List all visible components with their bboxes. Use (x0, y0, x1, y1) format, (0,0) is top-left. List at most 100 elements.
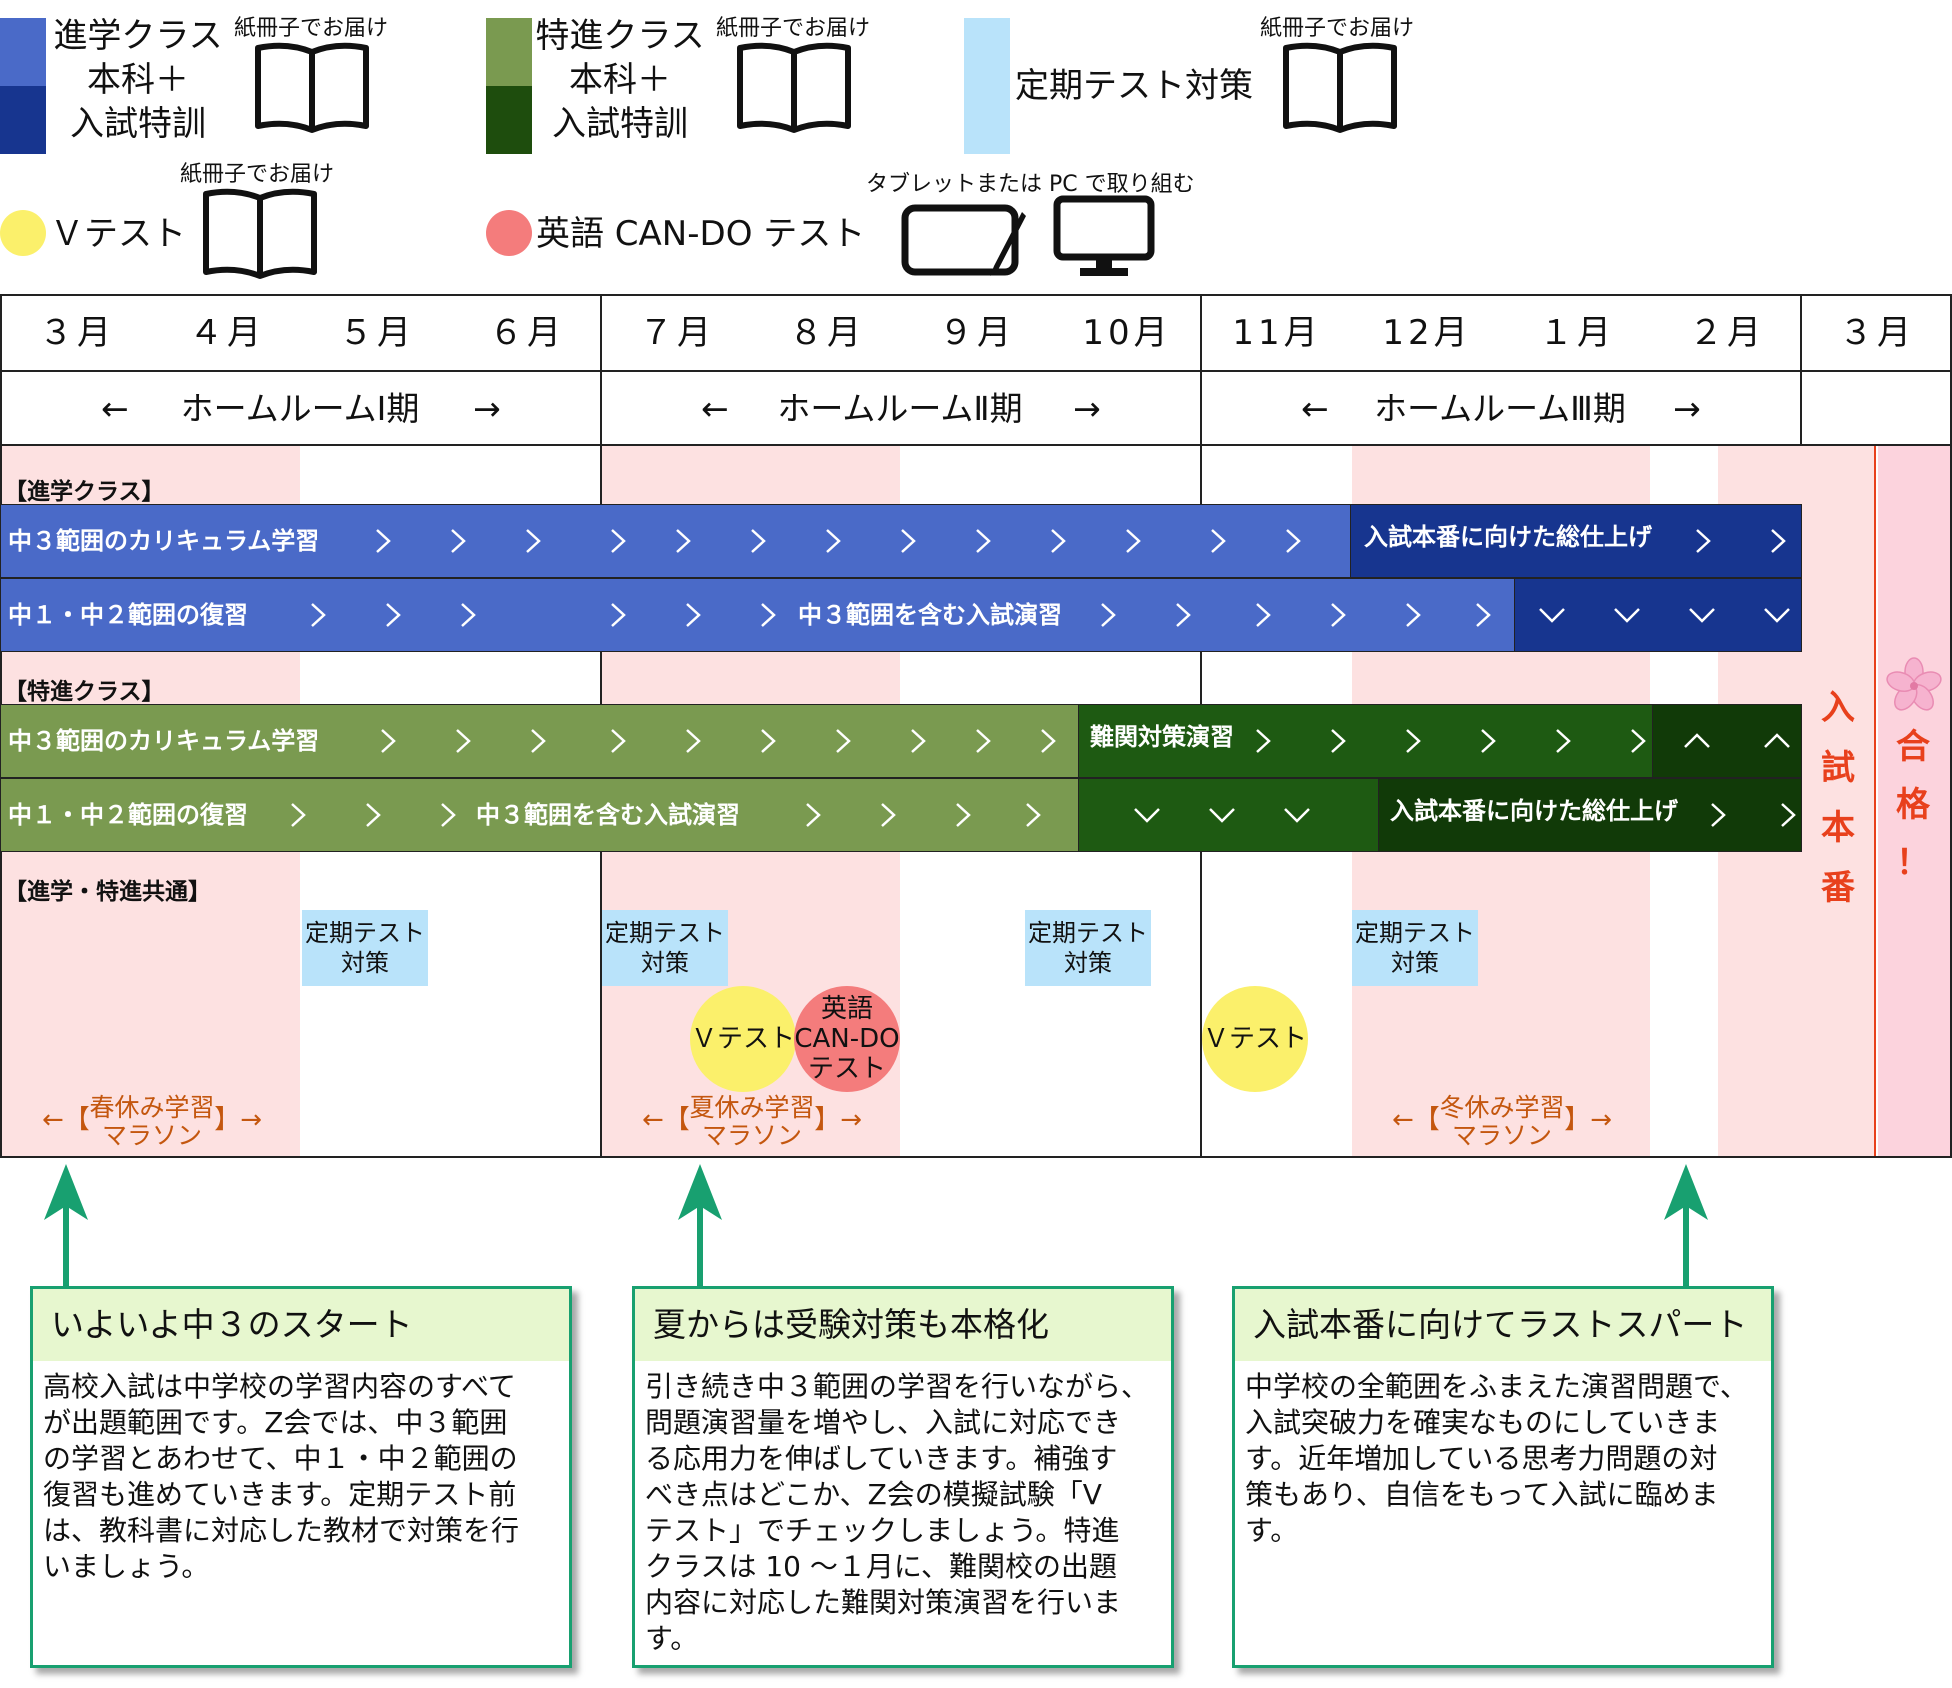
chevron-right-icon (1026, 803, 1041, 827)
chevron-right-icon (1331, 729, 1346, 753)
bar-label: 中３範囲のカリキュラム学習 (8, 527, 320, 555)
info-box-spring: いよいよ中３のスタート 高校入試は中学校の学習内容のすべて が出題範囲です。Z会… (30, 1286, 572, 1668)
month-label: ５月 (339, 313, 415, 353)
bar-shinkaku-curriculum (0, 504, 1352, 578)
chevron-right-icon (1211, 529, 1226, 553)
info-box-line: の学習とあわせて、中１・中２範囲の (43, 1442, 518, 1475)
legend-dot-cando (486, 210, 532, 256)
marathon-line2: マラソン (701, 1121, 802, 1150)
teiki-box-line2: 対策 (341, 949, 389, 977)
month-label: 12月 (1382, 313, 1472, 353)
marathon-summer: ←【 夏休み学習 マラソン 】→ (642, 1094, 862, 1150)
legend-label-shinkaku-1: 進学クラス (53, 16, 223, 56)
month-label: ９月 (939, 313, 1015, 353)
chevron-right-icon (461, 603, 476, 627)
table-border (0, 444, 1952, 446)
teiki-box-line2: 対策 (641, 949, 689, 977)
bar-label: 中１・中２範囲の復習 (8, 801, 248, 829)
marathon-spring: ←【 春休み学習 マラソン 】→ (42, 1094, 262, 1150)
chevron-right-icon (761, 729, 776, 753)
legend-swatch-teiki (964, 18, 1010, 154)
book-icon (255, 42, 369, 133)
homeroom-period-1: ホームルームⅠ期 (180, 389, 420, 428)
teiki-box-line1: 定期テスト (1028, 919, 1148, 947)
info-box-line: 復習も進めていきます。定期テスト前 (43, 1478, 517, 1511)
bar-tokushin-hard (1078, 704, 1654, 778)
chevron-right-icon (291, 803, 306, 827)
vtest-label: Ｖテスト (690, 1024, 795, 1054)
gokaku-char: 合 (1896, 727, 1930, 767)
legend-note-shinkaku: 紙冊子でお届け (234, 16, 389, 41)
teiki-box-line2: 対策 (1064, 949, 1112, 977)
chevron-down-icon (1284, 808, 1310, 823)
legend-label-shinkaku-3: 入試特訓 (70, 104, 206, 144)
legend-label-cando: 英語 CAN-DO テスト (536, 214, 866, 254)
book-icon (1283, 42, 1397, 133)
chevron-right-icon (1256, 603, 1271, 627)
month-label: ６月 (489, 313, 565, 353)
chevron-right-icon (1771, 529, 1786, 553)
cando-circle: 英語 CAN-DO テスト (794, 986, 900, 1092)
info-box-line: 高校入試は中学校の学習内容のすべて (43, 1370, 516, 1403)
info-box-line: 引き続き中３範囲の学習を行いながら、 (645, 1370, 1150, 1403)
vtest-circle: Ｖテスト (690, 986, 796, 1092)
chevron-right-icon (456, 729, 471, 753)
chevron-down-icon (1764, 608, 1790, 623)
chevron-right-icon (751, 529, 766, 553)
info-box-summer: 夏からは受験対策も本格化 引き続き中３範囲の学習を行いながら、 問題演習量を増や… (632, 1286, 1174, 1668)
section-label-tokushin: 【特進クラス】 (4, 679, 165, 705)
arrow-up-icon (678, 1164, 722, 1288)
bar-shinkaku-final-2 (1514, 578, 1802, 652)
chevron-down-icon (1209, 808, 1235, 823)
chevron-right-icon (1256, 729, 1271, 753)
info-box-line: 問題演習量を増やし、入試に対応でき (645, 1406, 1122, 1439)
homeroom-arrow-left: ← (1301, 389, 1329, 428)
book-icon (203, 188, 317, 279)
nyushi-honban-label: 入 試 本 番 (1818, 678, 1858, 918)
chevron-right-icon (441, 803, 456, 827)
marathon-bracket-right: 】→ (814, 1105, 862, 1135)
chevron-right-icon (1126, 529, 1141, 553)
chevron-down-icon (1614, 608, 1640, 623)
marathon-line2: マラソン (1451, 1121, 1552, 1150)
gokaku-char: ！ (1896, 843, 1930, 883)
month-label: ２月 (1689, 313, 1765, 353)
month-label: ３月 (39, 313, 115, 353)
chevron-right-icon (976, 729, 991, 753)
homeroom-arrow-right: → (1073, 389, 1101, 428)
marathon-bracket-left: ←【 (642, 1105, 690, 1135)
info-box-line: す。近年増加している思考力問題の対 (1245, 1442, 1718, 1475)
gokaku-shade (1878, 446, 1950, 1158)
chevron-right-icon (826, 529, 841, 553)
vtest-circle: Ｖテスト (1202, 986, 1308, 1092)
chevron-right-icon (366, 803, 381, 827)
legend-swatch-shinkaku-bottom (0, 86, 46, 154)
gokaku-label: 合 格 ！ (1893, 718, 1933, 892)
chevron-right-icon (311, 603, 326, 627)
legend-swatch-tokushin-top (486, 18, 532, 86)
month-label: ３月 (1839, 313, 1915, 353)
chevron-down-icon (1689, 608, 1715, 623)
chevron-right-icon (611, 529, 626, 553)
marathon-line1: 春休み学習 (89, 1093, 215, 1122)
info-box-line: す。 (1245, 1514, 1299, 1547)
chevron-right-icon (1286, 529, 1301, 553)
chevron-right-icon (526, 529, 541, 553)
term-divider (1800, 294, 1802, 446)
info-box-body: 中学校の全範囲をふまえた演習問題で、 入試突破力を確実なものにしていきま す。近… (1235, 1361, 1771, 1549)
chevron-right-icon (611, 603, 626, 627)
section-label-common: 【進学・特進共通】 (4, 879, 211, 905)
bar-label: 中３範囲のカリキュラム学習 (8, 727, 320, 755)
chevron-right-icon (901, 529, 916, 553)
chevron-right-icon (376, 529, 391, 553)
chevron-right-icon (381, 729, 396, 753)
chevron-right-icon (1696, 529, 1711, 553)
info-box-winter: 入試本番に向けてラストスパート 中学校の全範囲をふまえた演習問題で、 入試突破力… (1232, 1286, 1774, 1668)
bar-label: 入試本番に向けた総仕上げ (1364, 523, 1652, 551)
marathon-line1: 夏休み学習 (689, 1093, 815, 1122)
teiki-box-line2: 対策 (1391, 949, 1439, 977)
month-label: 11月 (1232, 313, 1322, 353)
marathon-bracket-left: ←【 (42, 1105, 90, 1135)
section-label-shinkaku: 【進学クラス】 (4, 479, 165, 505)
info-box-title: 夏からは受験対策も本格化 (635, 1289, 1171, 1361)
